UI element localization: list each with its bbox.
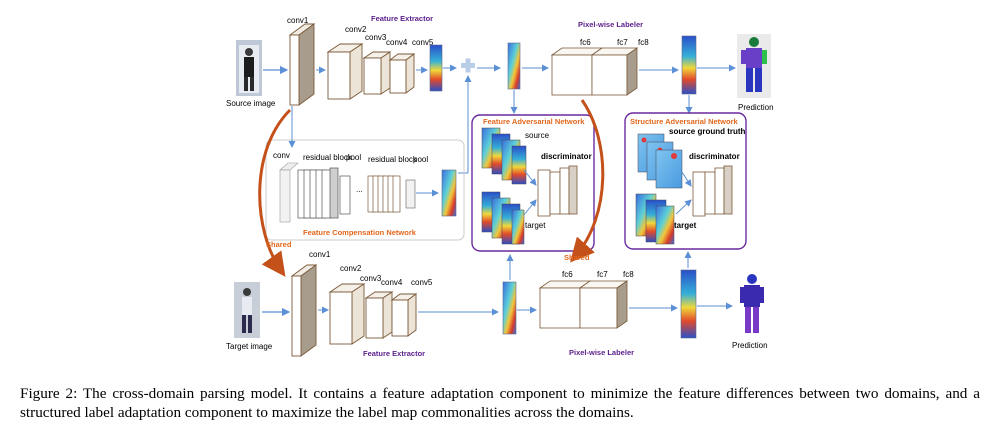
- top-fc-blocks: [550, 47, 639, 96]
- fcn-residual-block-2-label: residual block: [368, 155, 418, 164]
- top-adapted-feature-map: [507, 42, 521, 90]
- figure-caption: Figure 2: The cross-domain parsing model…: [20, 385, 980, 421]
- top-conv2-label: conv2: [345, 25, 367, 34]
- bottom-conv1-block: [290, 264, 318, 357]
- fcn-dots: ...: [356, 185, 363, 194]
- bottom-conv4-label: conv4: [381, 278, 403, 287]
- bottom-conv1-label: conv1: [309, 250, 331, 259]
- fan-source-maps: [481, 127, 527, 185]
- san-title: Structure Adversarial Network: [630, 117, 739, 126]
- top-feature-extractor-label: Feature Extractor: [371, 14, 433, 23]
- fan-discriminator-blocks: [537, 165, 578, 217]
- fcn-conv-block: [279, 162, 299, 223]
- bottom-conv4-block: [390, 293, 418, 337]
- top-pixel-labeler-label: Pixel-wise Labeler: [578, 20, 643, 29]
- top-fc7-label: fc7: [617, 38, 628, 47]
- bottom-conv5-label: conv5: [411, 278, 433, 287]
- bottom-conv2-label: conv2: [340, 264, 362, 273]
- fan-discriminator-label: discriminator: [541, 152, 592, 161]
- bottom-conv3-block: [364, 291, 394, 339]
- san-source-gt-label: source ground truth: [669, 127, 746, 136]
- san-discriminator-label: discriminator: [689, 152, 740, 161]
- fcn-output-feature-map: [441, 169, 457, 217]
- source-image-label: Source image: [226, 99, 276, 108]
- top-conv5-feature-map: [429, 44, 443, 92]
- top-conv2-block: [326, 43, 364, 100]
- top-fc8-label: fc8: [638, 38, 649, 47]
- bottom-feature-extractor-label: Feature Extractor: [363, 349, 425, 358]
- fan-target-label: target: [525, 221, 546, 230]
- model-architecture-diagram: Source image conv1 conv2 conv3 conv4 con…: [226, 14, 774, 358]
- fcn-pool-1-label: pool: [346, 153, 361, 162]
- top-prediction-label: Prediction: [738, 103, 774, 112]
- plus-icon: [461, 58, 475, 73]
- top-conv1-block: [288, 23, 316, 106]
- bottom-fc6-label: fc6: [562, 270, 573, 279]
- top-conv3-label: conv3: [365, 33, 387, 42]
- structure-adversarial-network-box: [624, 112, 747, 250]
- fcn-pool-2-label: pool: [413, 155, 428, 164]
- bottom-prediction-label: Prediction: [732, 341, 768, 350]
- fan-source-label: source: [525, 131, 550, 140]
- shared-left-label: Shared: [266, 240, 292, 249]
- fcn-residual-block-2: [367, 175, 416, 213]
- top-conv1-label: conv1: [287, 16, 309, 25]
- san-source-maps: [637, 133, 683, 189]
- feature-adversarial-network-box: [471, 114, 595, 252]
- bottom-label-map: [680, 269, 697, 339]
- fan-target-maps: [481, 191, 525, 245]
- fcn-residual-block-1: [297, 167, 351, 219]
- fcn-residual-block-1-label: residual block: [303, 153, 353, 162]
- top-prediction-image: [737, 34, 771, 98]
- fcn-conv-label: conv: [273, 151, 290, 160]
- san-target-label: target: [674, 221, 697, 230]
- source-image: [236, 40, 262, 96]
- bottom-conv3-label: conv3: [360, 274, 382, 283]
- bottom-fc-blocks: [538, 280, 629, 329]
- target-image: [234, 282, 260, 338]
- fan-title: Feature Adversarial Network: [483, 117, 585, 126]
- shared-right-label: Shared: [564, 253, 590, 262]
- bottom-fc8-label: fc8: [623, 270, 634, 279]
- top-conv5-label: conv5: [412, 38, 434, 47]
- top-fc6-label: fc6: [580, 38, 591, 47]
- target-image-label: Target image: [226, 342, 273, 351]
- fcn-title: Feature Compensation Network: [303, 228, 417, 237]
- top-label-map: [681, 35, 697, 95]
- bottom-feature-map: [502, 281, 517, 335]
- bottom-pixel-labeler-label: Pixel-wise Labeler: [569, 348, 634, 357]
- bottom-conv2-block: [328, 283, 366, 345]
- san-target-maps: [635, 193, 675, 245]
- bottom-fc7-label: fc7: [597, 270, 608, 279]
- top-conv4-label: conv4: [386, 38, 408, 47]
- top-conv4-block: [388, 53, 416, 94]
- san-discriminator-blocks: [692, 165, 733, 217]
- feature-compensation-network-box: [265, 139, 465, 241]
- top-conv3-block: [362, 51, 392, 95]
- shared-arrow-right: [570, 99, 605, 263]
- bottom-prediction-image: [740, 274, 764, 333]
- shared-arrow-left: [258, 108, 292, 277]
